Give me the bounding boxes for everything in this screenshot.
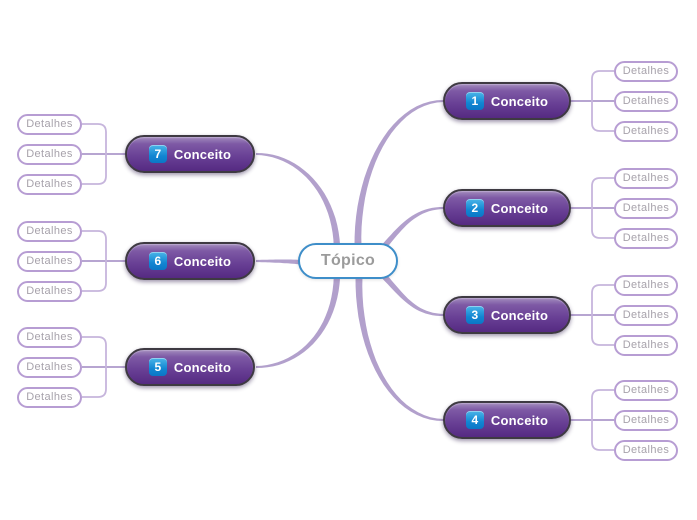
concept-number-badge: 2 [465, 199, 484, 217]
detail-node-2-2[interactable]: Detalhes [614, 197, 678, 219]
concept-label: Conceito [490, 412, 549, 428]
concept-label: Conceito [173, 146, 232, 162]
concept-number-badge: 6 [148, 252, 167, 270]
detail-bracket-2 [591, 177, 614, 239]
concept-number-badge: 7 [148, 145, 167, 163]
detail-bracket-5 [82, 336, 107, 398]
concept-label: Conceito [490, 200, 549, 216]
concept-node-2[interactable]: 2 Conceito [443, 189, 571, 227]
detail-node-3-3[interactable]: Detalhes [614, 334, 678, 356]
detail-node-6-1[interactable]: Detalhes [17, 220, 82, 242]
concept-label: Conceito [490, 307, 549, 323]
detail-node-4-3[interactable]: Detalhes [614, 439, 678, 461]
concept-number-badge: 3 [465, 306, 484, 324]
concept-node-4[interactable]: 4 Conceito [443, 401, 571, 439]
detail-node-2-1[interactable]: Detalhes [614, 167, 678, 189]
detail-node-7-3[interactable]: Detalhes [17, 173, 82, 195]
detail-node-3-2[interactable]: Detalhes [614, 304, 678, 326]
detail-bracket-3 [591, 284, 614, 346]
branch-curve-3 [379, 271, 444, 316]
branch-curve-1 [354, 100, 444, 248]
concept-label: Conceito [173, 253, 232, 269]
branch-curve-5 [256, 275, 341, 368]
detail-node-5-3[interactable]: Detalhes [17, 386, 82, 408]
detail-node-6-3[interactable]: Detalhes [17, 280, 82, 302]
detail-node-1-3[interactable]: Detalhes [614, 120, 678, 142]
concept-number-badge: 1 [465, 92, 484, 110]
detail-node-1-1[interactable]: Detalhes [614, 60, 678, 82]
detail-node-1-2[interactable]: Detalhes [614, 90, 678, 112]
detail-node-7-2[interactable]: Detalhes [17, 143, 82, 165]
concept-number-badge: 4 [465, 411, 484, 429]
branch-curve-6 [256, 259, 300, 265]
detail-node-7-1[interactable]: Detalhes [17, 113, 82, 135]
detail-bracket-1 [591, 70, 614, 132]
branch-curve-7 [256, 153, 341, 248]
topic-label: Tópico [320, 252, 376, 269]
detail-node-3-1[interactable]: Detalhes [614, 274, 678, 296]
concept-node-1[interactable]: 1 Conceito [443, 82, 571, 120]
detail-node-2-3[interactable]: Detalhes [614, 227, 678, 249]
detail-node-5-2[interactable]: Detalhes [17, 356, 82, 378]
concept-label: Conceito [490, 93, 549, 109]
detail-bracket-7 [82, 123, 107, 185]
detail-node-6-2[interactable]: Detalhes [17, 250, 82, 272]
detail-bracket-4 [591, 389, 614, 451]
concept-node-7[interactable]: 7 Conceito [125, 135, 255, 173]
detail-bracket-6 [82, 230, 107, 292]
concept-label: Conceito [173, 359, 232, 375]
concept-node-6[interactable]: 6 Conceito [125, 242, 255, 280]
detail-node-5-1[interactable]: Detalhes [17, 326, 82, 348]
detail-node-4-2[interactable]: Detalhes [614, 409, 678, 431]
concept-number-badge: 5 [148, 358, 167, 376]
detail-node-4-1[interactable]: Detalhes [614, 379, 678, 401]
branch-curve-4 [355, 275, 444, 421]
concept-node-3[interactable]: 3 Conceito [443, 296, 571, 334]
concept-node-5[interactable]: 5 Conceito [125, 348, 255, 386]
node-topic[interactable]: Tópico [298, 243, 398, 279]
